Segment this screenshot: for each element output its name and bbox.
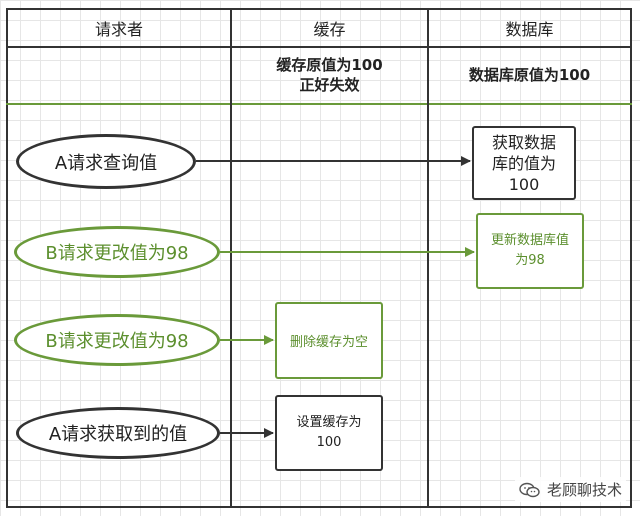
cache-set-box: 设置缓存为 100 — [275, 395, 383, 471]
lane-divider-1 — [230, 8, 232, 508]
subheader-divider — [6, 103, 632, 105]
database-update-box: 更新数据库值 为98 — [476, 213, 584, 289]
column-header-cache: 缓存 — [313, 20, 346, 39]
database-read-box: 获取数据 库的值为 100 — [472, 126, 576, 200]
request-a-receive-value: A请求获取到的值 — [16, 407, 220, 459]
database-initial-state: 数据库原值为100 — [468, 66, 591, 84]
column-header-requester: 请求者 — [94, 20, 143, 39]
cache-delete-box: 删除缓存为空 — [275, 302, 383, 379]
header-divider — [6, 46, 632, 48]
watermark-text: 老顾聊技术 — [546, 481, 622, 499]
watermark: 老顾聊技术 — [514, 477, 626, 502]
swimlane-frame — [6, 8, 632, 508]
cache-initial-state: 缓存原值为100 正好失效 — [276, 56, 383, 94]
request-b-update-db: B请求更改值为98 — [14, 226, 220, 278]
wechat-icon — [519, 482, 541, 498]
lane-divider-2 — [427, 8, 429, 508]
column-header-database: 数据库 — [505, 20, 554, 39]
request-a-query: A请求查询值 — [16, 134, 196, 189]
request-b-delete-cache: B请求更改值为98 — [14, 314, 220, 366]
